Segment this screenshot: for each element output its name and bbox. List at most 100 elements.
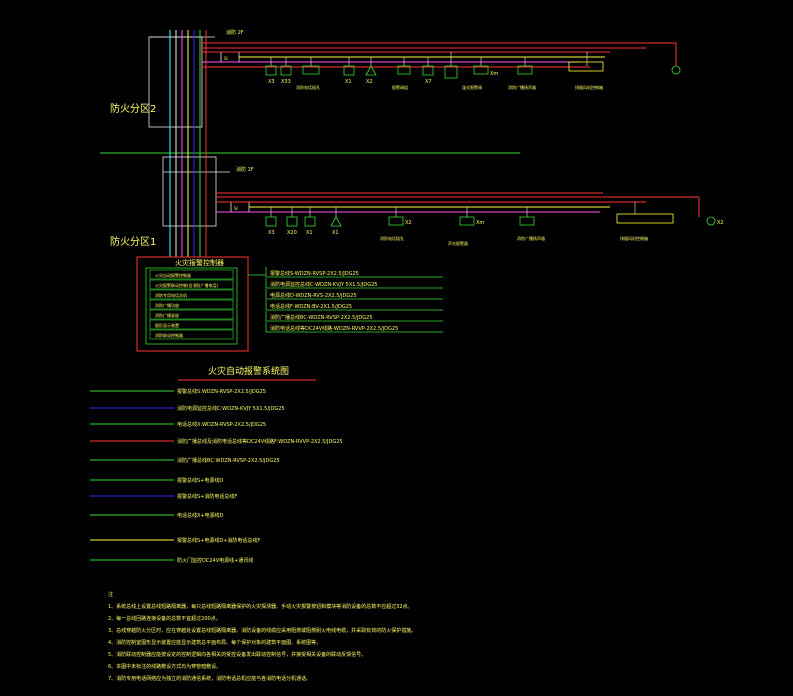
- panel-row-label: 火灾报警联动控制(含消防广播电话): [155, 282, 219, 288]
- legend-label: 电话总线X+电源线D: [177, 512, 224, 519]
- device-tags-lower: X3 X20 X1 X1 X2 Xm X2 消防电话插孔 声光报警器 消防广播扬…: [268, 220, 724, 246]
- note-line: 3、总线穿越防火分区时，应在穿越处设置总线短路隔离器。消防设备的线缆应采用阻燃或…: [108, 627, 416, 634]
- legend-label: 报警总线S+电源线D+消防电话总线F: [177, 537, 260, 544]
- notes-heading: 注: [108, 591, 113, 598]
- caption-l4: 排烟风机控制箱: [620, 235, 648, 241]
- tag-l9: X2: [717, 220, 724, 226]
- end-device-upper: [671, 65, 681, 75]
- device-valve-u8: [444, 65, 458, 79]
- device-module-u6: [397, 65, 411, 75]
- legend-label: 报警总线S+消防电话总线F: [177, 493, 237, 500]
- legend-label: 消防电源监控总线C:WDZN-KVJY 5X1.5/JDG25: [177, 405, 285, 412]
- panel-row-label: 图形显示装置: [155, 322, 179, 328]
- tag-l4: X1: [332, 230, 339, 236]
- caption-u1: 消防电话插孔: [296, 84, 320, 90]
- caption-l2: 声光报警器: [448, 240, 468, 246]
- legend-label: 消防广播总线BC:WDZN-RVSP-2X2.5/JDG25: [177, 457, 280, 464]
- branch-label: 消防广播总线BC-WDZN-RVSP-2X2.5/JDG25: [270, 314, 373, 321]
- riser-box-lower: [162, 156, 217, 227]
- panel-row-box: [149, 329, 234, 340]
- tag-u9: Xm: [490, 71, 498, 77]
- tag-u1: X3: [268, 79, 275, 85]
- panel-row-box: [149, 269, 234, 280]
- branch-label: 电话总线F-WDZN-BV-2X1.5/JDG25: [270, 303, 352, 310]
- caption-l3: 消防广播扬声器: [517, 235, 545, 241]
- tag-u4: X1: [345, 79, 352, 85]
- floor-label-lower: 消防 1F: [236, 166, 254, 173]
- panel-row-label: 消防广播功放: [155, 302, 179, 308]
- note-line: 2、每一总线回路连接设备的总数不宜超过200点。: [108, 615, 221, 622]
- device-smoke-detector-u1: [265, 65, 277, 76]
- panel-row-label: 消防专用电话总机: [155, 292, 187, 298]
- diagram-title: 火灾自动报警系统图: [208, 365, 289, 377]
- device-module-u10: [517, 65, 533, 75]
- caption-u3: 湿式报警阀: [462, 84, 482, 90]
- upper-zone: 防火分区2 消防 2F SI: [110, 29, 681, 128]
- legend-label: 电话总线X:WDZN-RVSP-2X2.5/JDG25: [177, 421, 266, 428]
- isolator-upper-label: SI: [224, 56, 228, 61]
- notes: 注 1、系统总线上设置总线短路隔离器，每只总线短路隔离器保护的火灾探测器、手动火灾…: [108, 591, 416, 682]
- device-tags-upper: X3 X33 X1 X2 X7 Xm 消防电话插孔 报警阀组 湿式报警阀 消防广…: [268, 71, 603, 90]
- devices-lower: [265, 213, 674, 227]
- branch-label: 消防电话总线等DC24V线路-WDZN-RVVP-2X2.5/JDG25: [270, 325, 398, 332]
- branch-label: 电源总线D-WDZN-RVS-2X2.5/JDG25: [270, 292, 357, 299]
- device-horn-l4: [330, 216, 342, 227]
- devices-upper: [265, 61, 604, 79]
- legend-label: 报警总线S+电源线D: [177, 477, 223, 484]
- device-module-l5: [388, 216, 404, 226]
- panel-row-label: 消防联动控制器: [155, 332, 183, 338]
- lower-zone: 防火分区1 消防 1F SI X3 X20: [110, 156, 724, 248]
- device-module-l6: [459, 216, 475, 226]
- branch-labels: 报警总线S-WDZN-RVSP-2X2.5/JDG25 消防电源监控总线C-WDZ…: [265, 267, 443, 333]
- device-manual-button-u4: [343, 65, 355, 76]
- zone-label-lower: 防火分区1: [110, 235, 156, 248]
- device-drops-upper: [270, 52, 588, 66]
- device-heat-detector-u2: [280, 65, 292, 76]
- tag-u7: X7: [425, 79, 432, 85]
- riser-bundle: [169, 30, 207, 257]
- zone-label-upper: 防火分区2: [110, 102, 156, 115]
- end-device-lower: [706, 216, 716, 226]
- device-fan-box-l8: [616, 213, 674, 224]
- device-module-u9: [473, 65, 489, 75]
- branch-label: 消防电源监控总线C-WDZN-KVJY 5X1.5/JDG25: [270, 281, 377, 288]
- caption-u5: 排烟风机控制箱: [575, 84, 603, 90]
- note-line: 7、消防专用电话网络应为独立的消防通信系统，消防电话总机应能与各消防电话分机通话…: [108, 675, 311, 682]
- tag-u5: X2: [366, 79, 373, 85]
- panel-row-box: [149, 289, 234, 300]
- panel-row-box: [149, 309, 234, 320]
- device-heat-detector-l2: [286, 216, 298, 227]
- device-module-u3: [302, 65, 320, 75]
- note-line: 6、本图中未标注的线路敷设方式均为穿管暗敷设。: [108, 663, 221, 670]
- tag-l1: X3: [268, 230, 275, 236]
- isolator-lower-label: SI: [234, 206, 238, 211]
- legend-label: 防火门监控DC24V电源线+通讯线: [177, 557, 253, 564]
- tag-u2: X33: [281, 79, 291, 85]
- caption-u4: 消防广播扬声器: [508, 84, 536, 90]
- note-line: 1、系统总线上设置总线短路隔离器，每只总线短路隔离器保护的火灾探测器、手动火灾报…: [108, 603, 413, 610]
- branch-label: 报警总线S-WDZN-RVSP-2X2.5/JDG25: [270, 270, 359, 277]
- legend: 报警总线S:WDZN-RVSP-2X2.5/JDG25 消防电源监控总线C:WDZ…: [90, 388, 343, 564]
- panel-title: 火灾报警控制器: [175, 258, 224, 267]
- tag-l5: X2: [405, 220, 412, 226]
- caption-u2: 报警阀组: [392, 84, 408, 90]
- tag-l6: Xm: [476, 220, 484, 226]
- device-manual-button-l3: [304, 216, 316, 227]
- panel-inner: [145, 267, 238, 345]
- panel-row-label: 消防广播录放: [155, 312, 179, 318]
- device-input-u7: [422, 65, 434, 76]
- tag-l2: X20: [287, 230, 297, 236]
- panel-row-label: 火灾自动报警控制器: [155, 272, 191, 278]
- device-horn-u5: [365, 65, 377, 76]
- floor-label-upper: 消防 2F: [226, 29, 244, 36]
- device-module-l7: [519, 216, 535, 226]
- panel-row-box: [149, 279, 234, 290]
- legend-label: 消防广播总线及消防电话总线等DC24V线路F:WDZN-RVVP-2X2.5/J…: [177, 438, 343, 445]
- legend-label: 报警总线S:WDZN-RVSP-2X2.5/JDG25: [177, 388, 266, 395]
- device-smoke-detector-l1: [265, 216, 277, 227]
- device-drops-lower: [270, 202, 636, 217]
- tag-l3: X1: [306, 230, 313, 236]
